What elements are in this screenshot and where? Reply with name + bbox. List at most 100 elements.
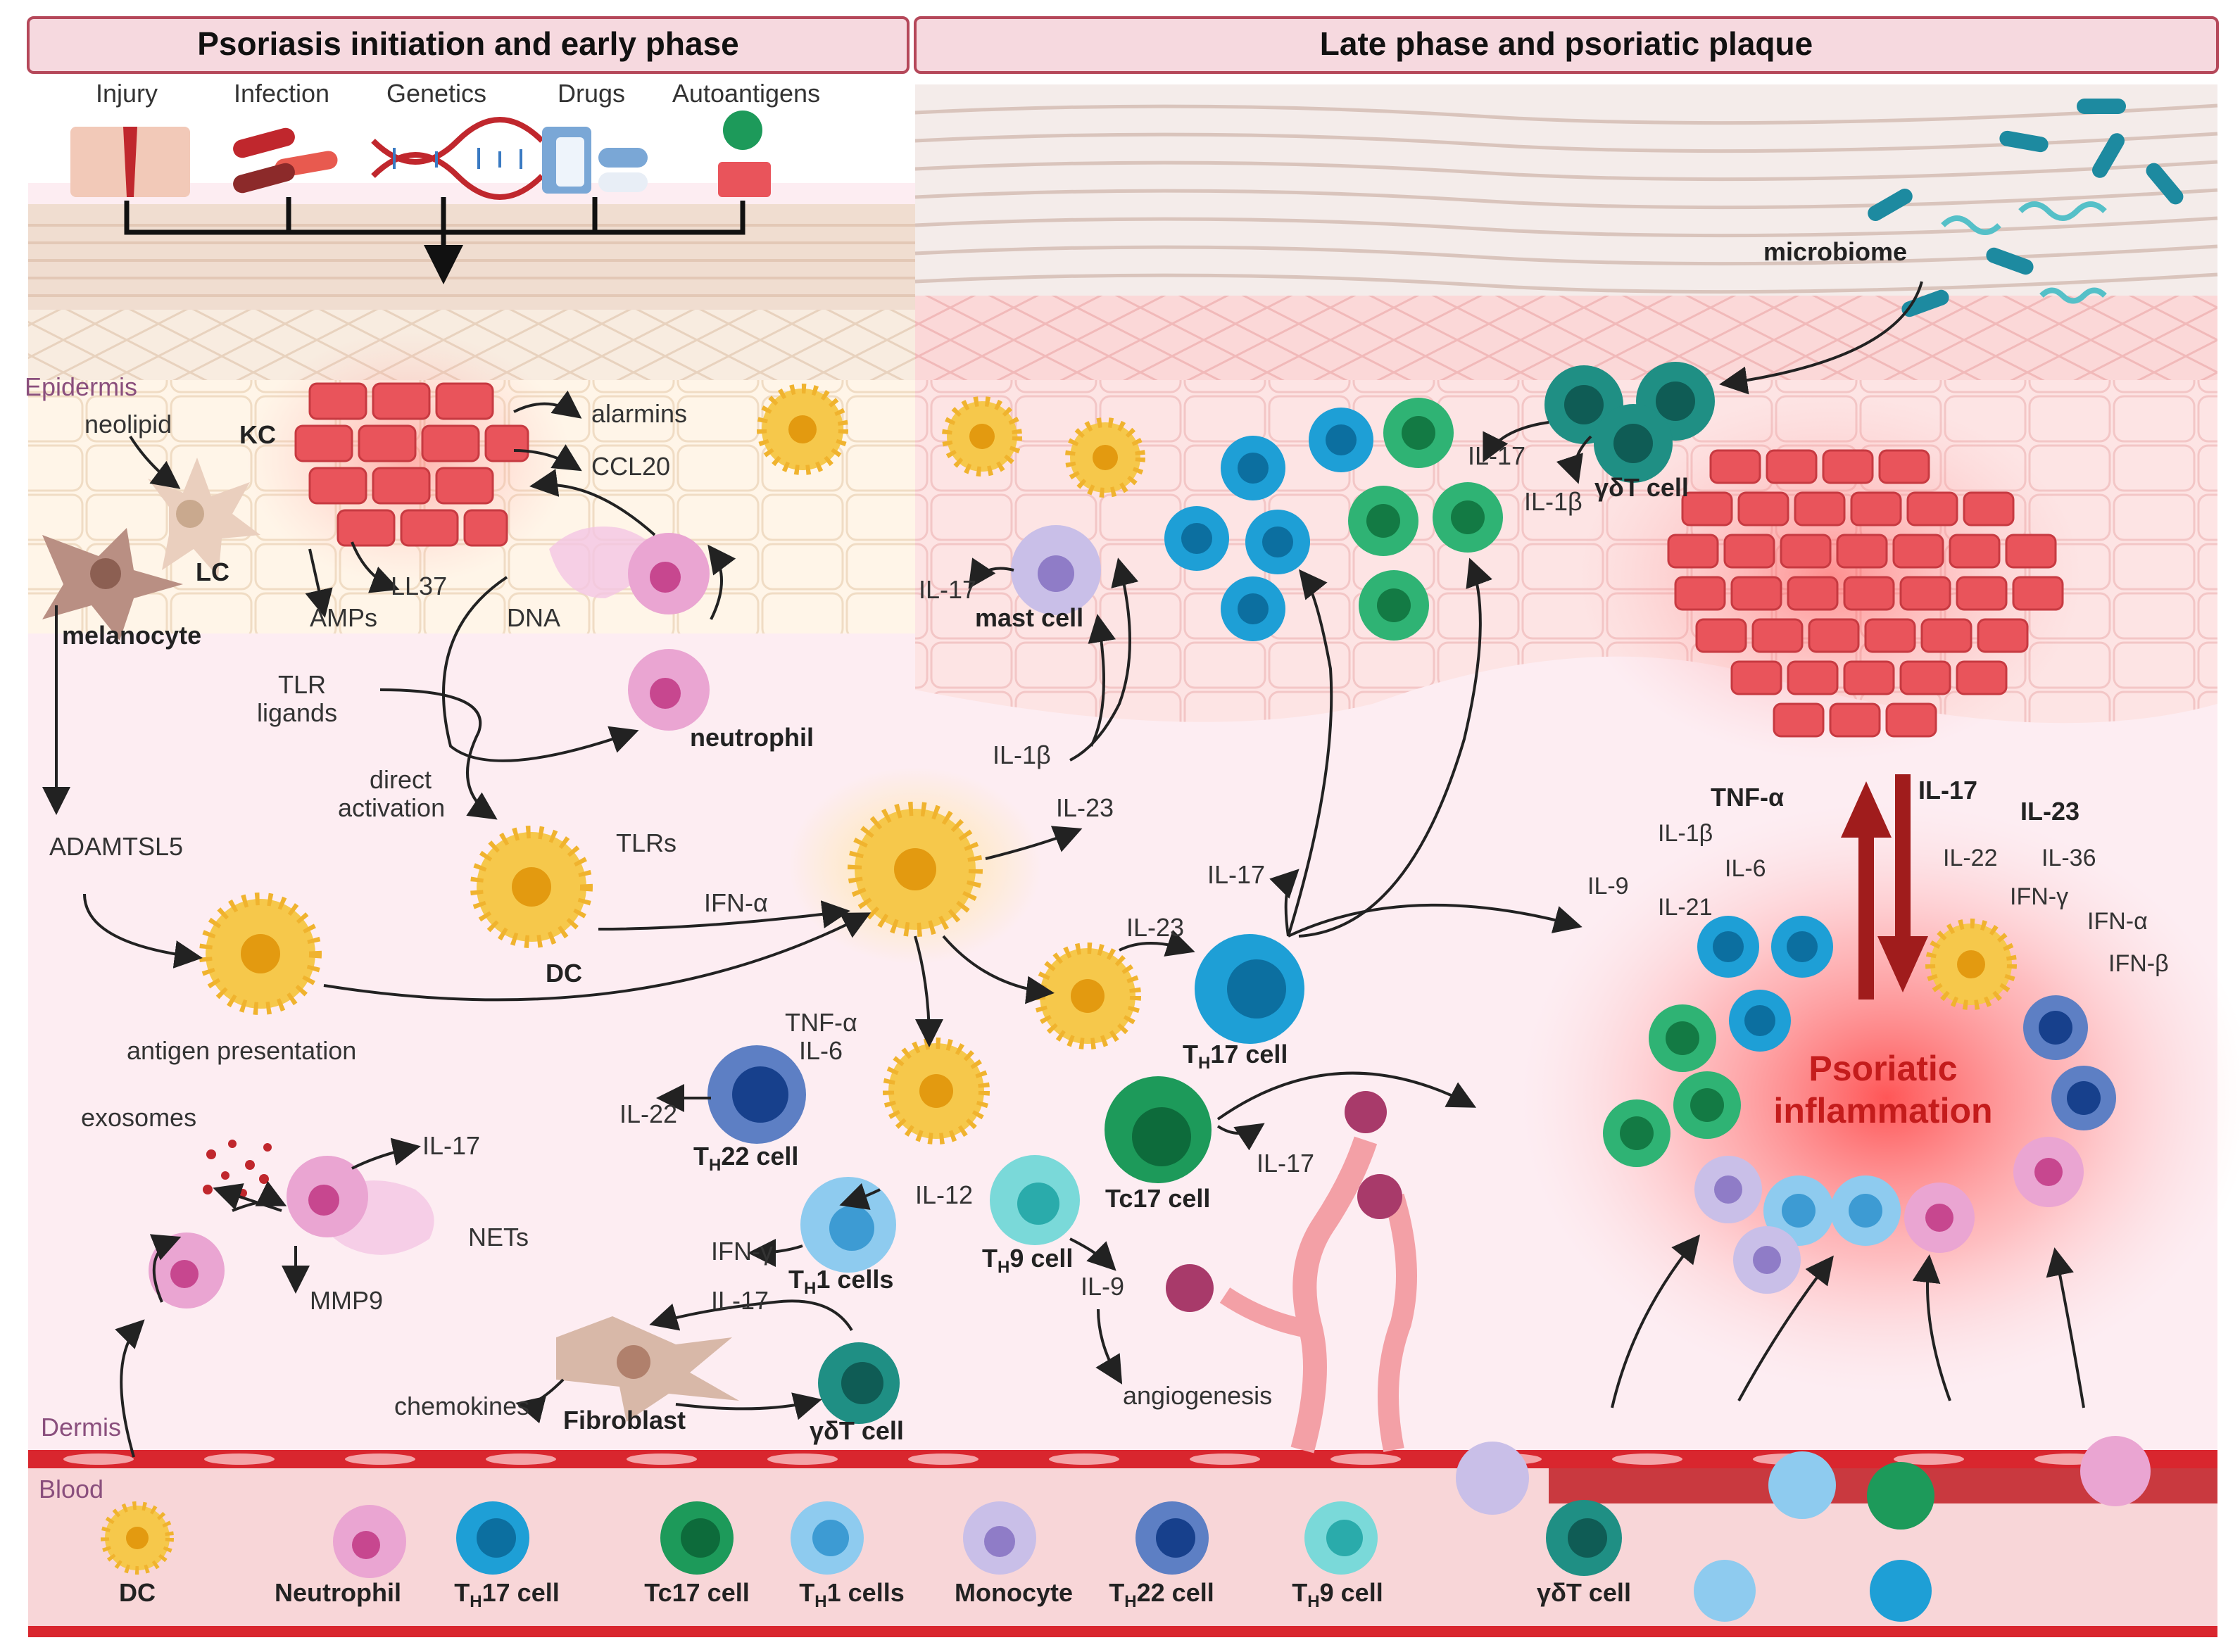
label-angiogenesis: angiogenesis	[1123, 1381, 1272, 1410]
label-late-il6: IL-6	[1725, 855, 1766, 882]
label-il17-fibroblast: IL-17	[711, 1286, 769, 1315]
legend-dc: DC	[119, 1578, 156, 1607]
label-il1b: IL-1β	[993, 740, 1051, 769]
trigger-injury: Injury	[96, 79, 158, 108]
legend-monocyte: Monocyte	[955, 1578, 1073, 1607]
gdt-cluster	[1544, 362, 1715, 483]
label-dc: DC	[546, 959, 582, 988]
label-il17-th17: IL-17	[1207, 860, 1265, 889]
gdt-dermis-cell	[818, 1342, 900, 1424]
region-dermis: Dermis	[41, 1413, 121, 1442]
label-microbiome: microbiome	[1763, 237, 1907, 266]
th22-cell	[707, 1045, 806, 1144]
langerhans-cell	[148, 458, 260, 577]
label-late-il9: IL-9	[1587, 873, 1629, 900]
label-melanocyte: melanocyte	[62, 621, 201, 650]
trigger-icons	[70, 111, 771, 200]
legend-th9: TH9 cell	[1292, 1578, 1383, 1611]
label-neolipid: neolipid	[84, 410, 172, 439]
label-ifna: IFN-α	[704, 888, 768, 917]
melanocyte-cell	[42, 528, 183, 641]
header-early-box	[27, 16, 910, 74]
blood-legend-cells	[101, 1436, 2151, 1622]
epidermal-t-cells	[1164, 398, 1503, 641]
label-il17-mast: IL-17	[919, 575, 976, 604]
dc-th17	[1034, 942, 1141, 1049]
label-ligands: ligands	[257, 698, 337, 727]
label-gdt-dermis: γδT cell	[810, 1416, 904, 1445]
dc-tlr	[470, 826, 593, 948]
label-direct: direct	[370, 765, 432, 794]
label-tnfa: TNF-α	[785, 1008, 857, 1037]
dc-antigen	[199, 893, 322, 1015]
label-il9: IL-9	[1081, 1272, 1124, 1301]
label-il17-net: IL-17	[422, 1131, 480, 1160]
th17-cell	[1195, 934, 1304, 1044]
label-late-ifng: IFN-γ	[2010, 883, 2068, 910]
label-ifng: IFN-γ	[711, 1237, 773, 1266]
net-neutrophil-dermis	[149, 1156, 434, 1309]
neutrophil-cell	[628, 649, 710, 731]
label-ll37: LL37	[391, 572, 447, 600]
header-late: Late phase and psoriatic plaque	[1320, 25, 1813, 62]
label-ccl20: CCL20	[591, 452, 670, 481]
trigger-genetics: Genetics	[386, 79, 486, 108]
label-amps: AMPs	[310, 603, 377, 632]
label-tlrs: TLRs	[616, 828, 677, 857]
label-th22: TH22 cell	[693, 1142, 798, 1175]
label-kc: KC	[239, 420, 276, 449]
label-antigen-presentation: antigen presentation	[127, 1036, 356, 1065]
region-blood: Blood	[39, 1475, 103, 1503]
label-chemokines: chemokines	[394, 1392, 529, 1420]
pathway-arrows	[42, 281, 2085, 1458]
trigger-drugs: Drugs	[558, 79, 625, 108]
label-activation: activation	[338, 793, 445, 822]
label-exosomes: exosomes	[81, 1103, 196, 1132]
label-late-ifna: IFN-α	[2087, 908, 2148, 935]
label-th1: TH1 cells	[788, 1265, 893, 1298]
label-il12: IL-12	[915, 1180, 973, 1209]
label-late-tnfa: TNF-α	[1711, 783, 1784, 812]
label-late-il23: IL-23	[2020, 797, 2079, 826]
label-late-il17: IL-17	[1918, 776, 1977, 805]
label-nets: NETs	[468, 1223, 529, 1251]
label-th17: TH17 cell	[1183, 1040, 1288, 1073]
label-late-ifnb: IFN-β	[2108, 950, 2169, 977]
label-lc: LC	[196, 557, 229, 586]
legend-neutrophil: Neutrophil	[275, 1578, 401, 1607]
label-il1b-gdt: IL-1β	[1524, 487, 1583, 516]
dc-central	[848, 802, 983, 937]
label-psoriatic: Psoriatic	[1808, 1049, 1957, 1088]
label-late-il21: IL-21	[1658, 894, 1713, 921]
label-gdt: γδT cell	[1594, 473, 1689, 502]
label-late-il1b: IL-1β	[1658, 820, 1713, 847]
label-mast-cell: mast cell	[975, 603, 1083, 632]
label-il6: IL-6	[799, 1036, 843, 1065]
dc-inflammation	[1925, 919, 2017, 1010]
legend-th22: TH22 cell	[1109, 1578, 1214, 1611]
header-early: Psoriasis initiation and early phase	[197, 25, 739, 62]
header-late-box	[914, 16, 2219, 74]
legend-tc17: Tc17 cell	[644, 1578, 749, 1607]
label-il17-tc17: IL-17	[1257, 1149, 1314, 1178]
label-adamtsl5: ADAMTSL5	[49, 832, 183, 861]
exosomes	[203, 1140, 272, 1197]
legend-gdt: γδT cell	[1537, 1578, 1631, 1607]
label-neutrophil: neutrophil	[690, 723, 814, 752]
th9-cell	[990, 1155, 1080, 1245]
label-il22: IL-22	[619, 1099, 677, 1128]
label-th9: TH9 cell	[982, 1244, 1073, 1277]
legend-th17: TH17 cell	[454, 1578, 559, 1611]
trigger-infection: Infection	[234, 79, 329, 108]
legend-th1: TH1 cells	[799, 1578, 904, 1611]
net-neutrophil-top	[549, 527, 710, 614]
dc-top-epidermis	[757, 384, 848, 475]
label-inflammation: inflammation	[1773, 1091, 1992, 1130]
fibroblast-cell	[556, 1316, 739, 1422]
label-il23-dc: IL-23	[1056, 793, 1114, 822]
mast-cell	[1011, 525, 1101, 615]
label-late-il36: IL-36	[2041, 845, 2096, 871]
label-tlr: TLR	[278, 670, 326, 699]
